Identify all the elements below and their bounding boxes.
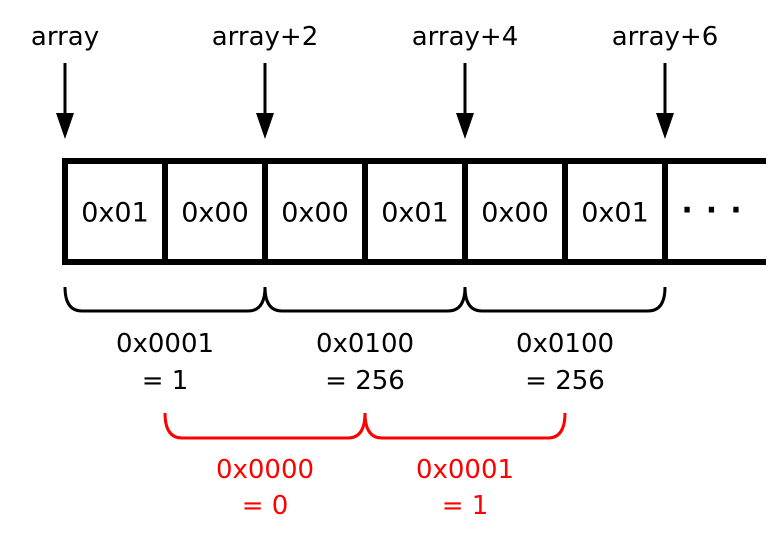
pointer-arrow-array xyxy=(56,63,74,139)
aligned-brace-3 xyxy=(463,286,667,313)
aligned-brace-2 xyxy=(263,286,467,313)
pointer-label-array-plus-4: array+4 xyxy=(411,22,519,52)
pointer-arrow-array-plus-4 xyxy=(456,63,474,139)
pointer-arrow-array-plus-6 xyxy=(656,63,674,139)
pointer-label-array: array xyxy=(30,22,100,52)
misaligned-brace-2 xyxy=(363,412,567,440)
misaligned-read-2-hex: 0x0001 xyxy=(415,455,515,485)
misaligned-read-1-value: = 0 xyxy=(241,491,289,521)
aligned-read-3-value: = 256 xyxy=(525,366,605,396)
misaligned-read-1-hex: 0x0000 xyxy=(215,455,315,485)
aligned-read-2-hex: 0x0100 xyxy=(315,329,415,359)
aligned-read-2-value: = 256 xyxy=(325,366,405,396)
array-box xyxy=(62,158,766,265)
cells-ellipsis: ··· xyxy=(681,193,755,228)
cell-value-4: 0x00 xyxy=(481,197,549,229)
cell-value-2: 0x00 xyxy=(281,197,349,229)
cell-value-1: 0x00 xyxy=(181,197,249,229)
aligned-read-3-hex: 0x0100 xyxy=(515,329,615,359)
misaligned-brace-1 xyxy=(163,412,367,440)
pointer-label-array-plus-2: array+2 xyxy=(211,22,319,52)
cell-value-5: 0x01 xyxy=(581,197,649,229)
aligned-brace-1 xyxy=(63,286,267,313)
misaligned-read-2-value: = 1 xyxy=(441,491,489,521)
aligned-read-1-value: = 1 xyxy=(141,366,189,396)
pointer-label-array-plus-6: array+6 xyxy=(611,22,719,52)
aligned-read-1-hex: 0x0001 xyxy=(115,329,215,359)
cell-value-0: 0x01 xyxy=(81,197,149,229)
cell-value-3: 0x01 xyxy=(381,197,449,229)
pointer-arrow-array-plus-2 xyxy=(256,63,274,139)
